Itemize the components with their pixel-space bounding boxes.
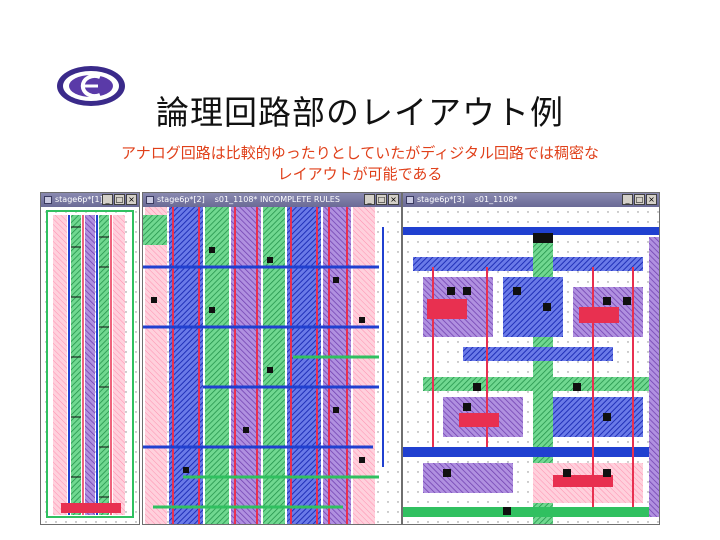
maximize-button[interactable]: □ — [376, 194, 387, 205]
close-button[interactable]: × — [388, 194, 399, 205]
subtitle-line-1: アナログ回路は比較的ゆったりとしていたがディジタル回路では稠密な — [121, 144, 599, 162]
window-3-path: s01_1108* — [474, 195, 518, 204]
minimize-button[interactable]: _ — [364, 194, 375, 205]
layout-window-1[interactable]: stage6p*[1] _ □ × — [40, 192, 140, 525]
window-2-app-icon — [146, 196, 154, 204]
window-1-titlebar[interactable]: stage6p*[1] _ □ × — [41, 193, 139, 207]
maximize-button[interactable]: □ — [114, 194, 125, 205]
window-2-title: stage6p*[2] — [157, 195, 205, 204]
window-2-titlebar[interactable]: stage6p*[2]s01_1108* INCOMPLETE RULES _ … — [143, 193, 401, 207]
close-button[interactable]: × — [126, 194, 137, 205]
layout-canvas-2[interactable] — [143, 207, 401, 524]
layout-window-3[interactable]: stage6p*[3] s01_1108* _ □ × — [402, 192, 660, 525]
layout-canvas-3[interactable] — [403, 207, 659, 524]
minimize-button[interactable]: _ — [102, 194, 113, 205]
window-2-path: s01_1108* INCOMPLETE RULES — [214, 195, 340, 204]
maximize-button[interactable]: □ — [634, 194, 645, 205]
window-3-app-icon — [406, 196, 414, 204]
slide-subtitle: アナログ回路は比較的ゆったりとしていたがディジタル回路では稠密な レイアウトが可… — [0, 143, 720, 185]
layout-canvas-1[interactable] — [41, 207, 139, 524]
close-button[interactable]: × — [646, 194, 657, 205]
window-1-title: stage6p*[1] — [55, 195, 103, 204]
window-1-app-icon — [44, 196, 52, 204]
slide-title: 論理回路部のレイアウト例 — [156, 93, 564, 132]
subtitle-line-2: レイアウトが可能である — [277, 165, 443, 183]
window-3-titlebar[interactable]: stage6p*[3] s01_1108* _ □ × — [403, 193, 659, 207]
window-3-title: stage6p*[3] — [417, 195, 465, 204]
university-logo — [54, 62, 128, 110]
minimize-button[interactable]: _ — [622, 194, 633, 205]
layout-window-2[interactable]: stage6p*[2]s01_1108* INCOMPLETE RULES _ … — [142, 192, 402, 525]
